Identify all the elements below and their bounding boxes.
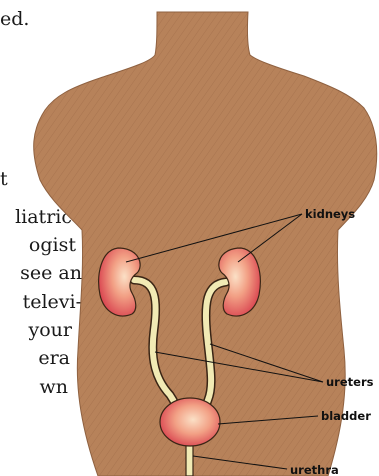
label-bladder: bladder <box>321 409 371 423</box>
bladder <box>160 398 220 446</box>
label-ureters: ureters <box>326 375 374 389</box>
label-urethra: urethra <box>290 463 339 476</box>
label-kidneys: kidneys <box>305 207 355 221</box>
